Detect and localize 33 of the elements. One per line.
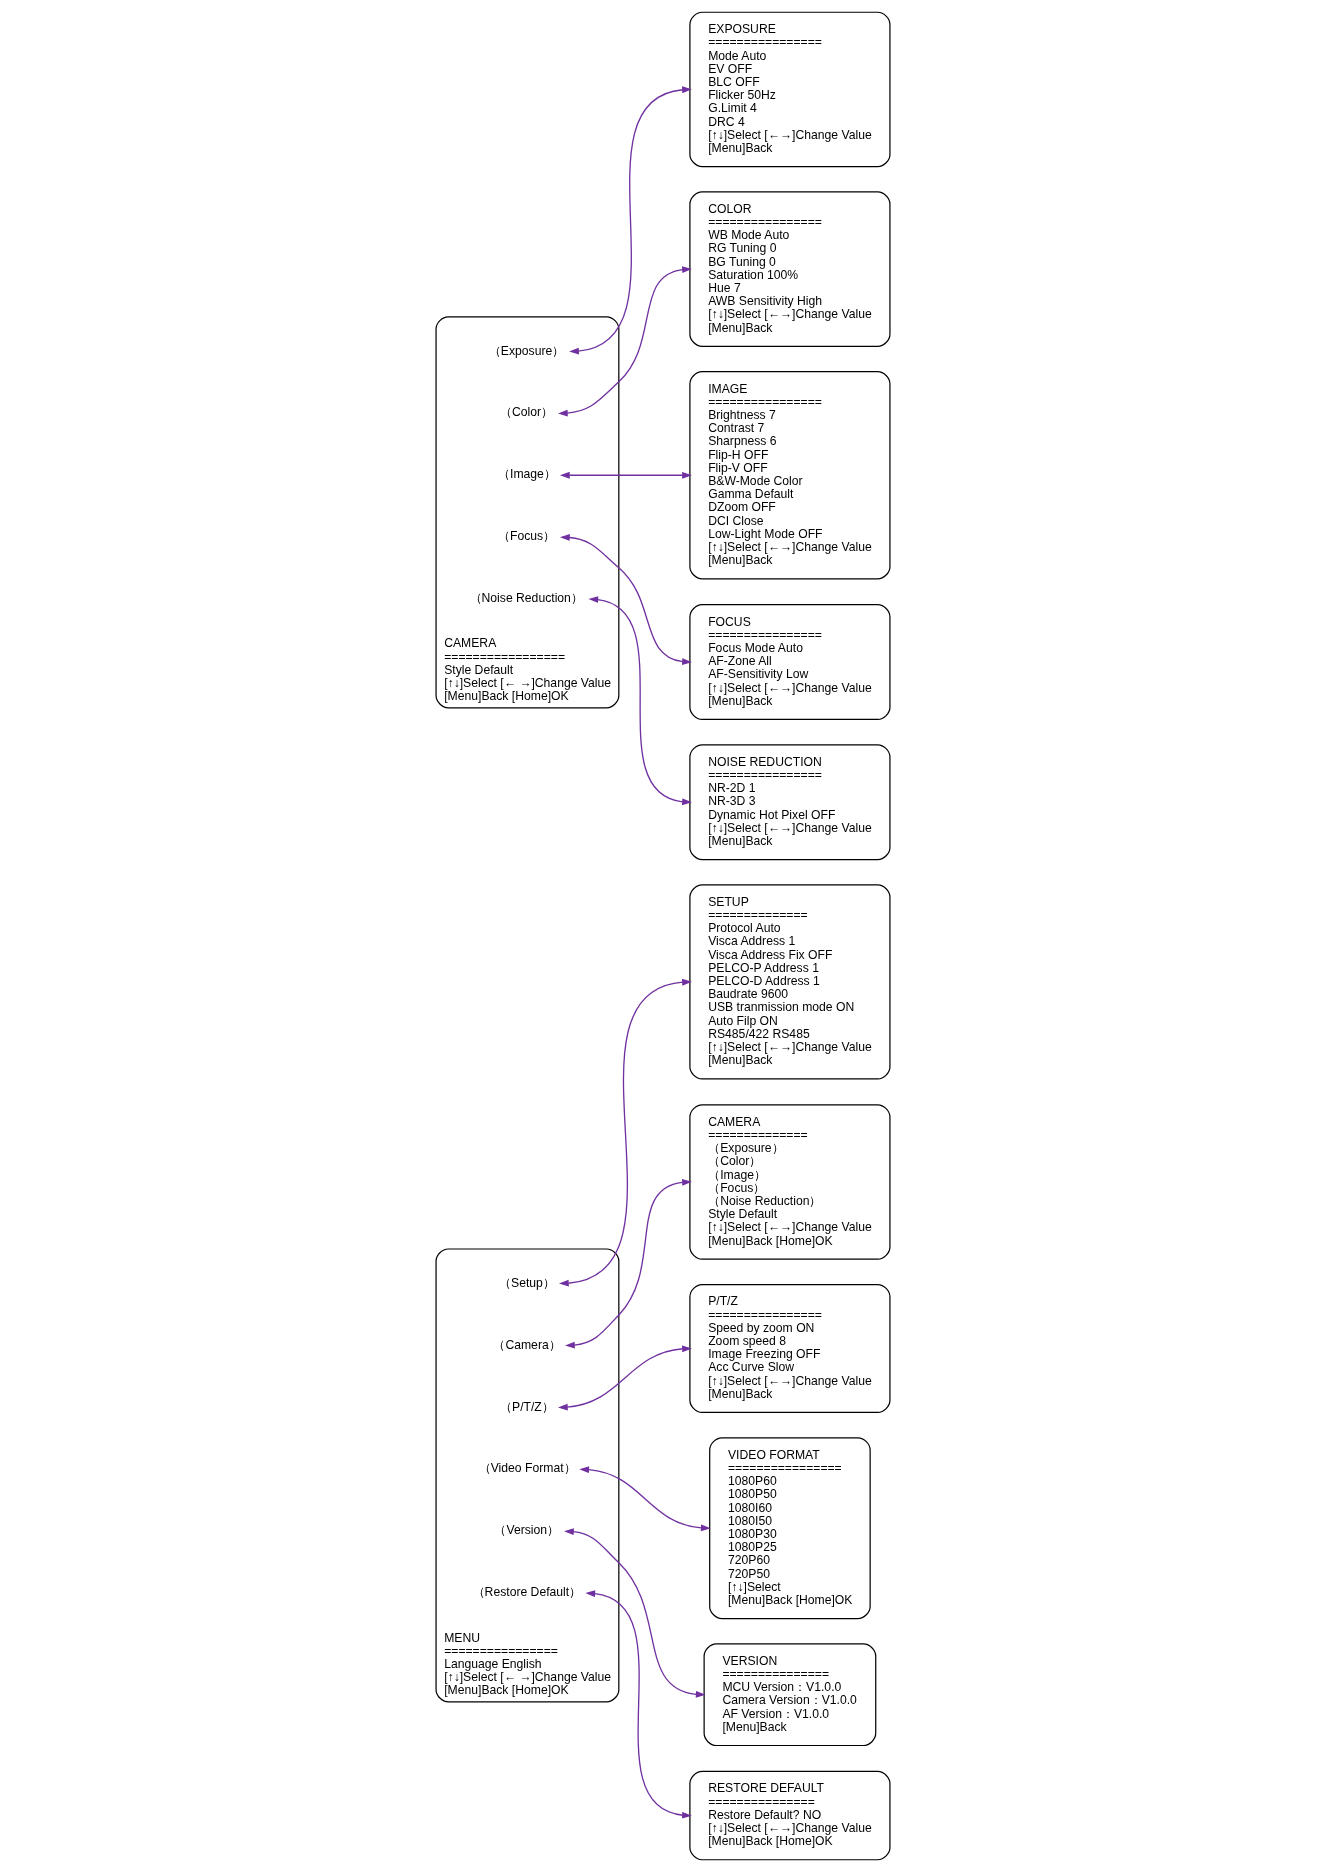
arrow bbox=[568, 86, 692, 355]
arrow bbox=[559, 534, 692, 666]
node-text: （Exposure） bbox=[488, 343, 564, 358]
node-box: VIDEO FORMAT ================ 1080P60 1080P50 1080I60 1080I50 1080P30 1080P25 720P60 720P50 [↑↓]Select [Menu]Back [Home]OK bbox=[708, 1437, 871, 1620]
node-text: （Color） bbox=[499, 405, 553, 420]
node-box: NOISE REDUCTION ================ NR-2D 1 NR-3D 3 Dynamic Hot Pixel OFF [↑↓]Select [←→]Change Value [Menu]Back bbox=[688, 744, 891, 861]
node-box: FOCUS ================ Focus Mode Auto AF-Zone All AF-Sensitivity Low [↑↓]Select [←→]Change Value [Menu]Back bbox=[688, 604, 891, 721]
node-box: SETUP ============== Protocol Auto Visca Address 1 Visca Address Fix OFF PELCO-P Address 1 PELCO-D Address 1 Baudrate 9600 USB tranmission mode ON Auto Filp ON RS485/422 RS485 [↑↓]Select [←→]Change Value [Menu]Back bbox=[688, 884, 891, 1080]
node-box: RESTORE DEFAULT =============== Restore Default? NO [↑↓]Select [←→]Change Value [Menu]Back [Home]OK bbox=[688, 1770, 891, 1861]
arrow bbox=[557, 266, 692, 417]
node-text: （Image） bbox=[497, 467, 556, 482]
arrow bbox=[584, 1590, 692, 1819]
node-box: IMAGE ================ Brightness 7 Contrast 7 Sharpness 6 Flip-H OFF Flip-V OFF B&W-Mode Color Gamma Default DZoom OFF DCI Close Low-Light Mode OFF [↑↓]Select [←→]Change Value [Menu]Back bbox=[688, 371, 891, 580]
node-box: CAMERA ============== （Exposure） （Color） （Image） （Focus） （Noise Reduction） Style Default [↑↓]Select [←→]Change Value [Menu]Back [Home]OK bbox=[688, 1104, 891, 1260]
arrow bbox=[558, 978, 692, 1287]
node-box: COLOR ================ WB Mode Auto RG Tuning 0 BG Tuning 0 Saturation 100% Hue 7 AWB Sensitivity High [↑↓]Select [←→]Change Value [Menu]Back bbox=[688, 191, 891, 347]
node-text: （Setup） bbox=[498, 1275, 555, 1290]
node-box: EXPOSURE ================ Mode Auto EV OFF BLC OFF Flicker 50Hz G.Limit 4 DRC 4 [↑↓]Select [←→]Change Value [Menu]Back bbox=[688, 11, 891, 168]
node-text: （Restore Default） bbox=[472, 1585, 581, 1600]
node-box: VERSION =============== MCU Version：V1.0.0 Camera Version：V1.0.0 AF Version：V1.0.0 [Menu]Back bbox=[703, 1643, 876, 1747]
node-box: P/T/Z ================ Speed by zoom ON Zoom speed 8 Image Freezing OFF Acc Curve Slow [↑↓]Select [←→]Change Value [Menu]Back bbox=[688, 1283, 891, 1414]
arrow bbox=[559, 471, 692, 479]
node-text: （P/T/Z） bbox=[499, 1399, 554, 1414]
node-text: （Noise Reduction） bbox=[469, 591, 583, 606]
arrow bbox=[578, 1466, 711, 1532]
node-text: （Video Format） bbox=[478, 1461, 576, 1476]
arrow bbox=[564, 1178, 692, 1349]
node-text: （Focus） bbox=[497, 529, 555, 544]
node-text: （Version） bbox=[493, 1523, 559, 1538]
arrow bbox=[563, 1528, 706, 1698]
arrow bbox=[587, 596, 692, 806]
node-text: （Camera） bbox=[492, 1337, 561, 1352]
arrow bbox=[557, 1345, 692, 1411]
